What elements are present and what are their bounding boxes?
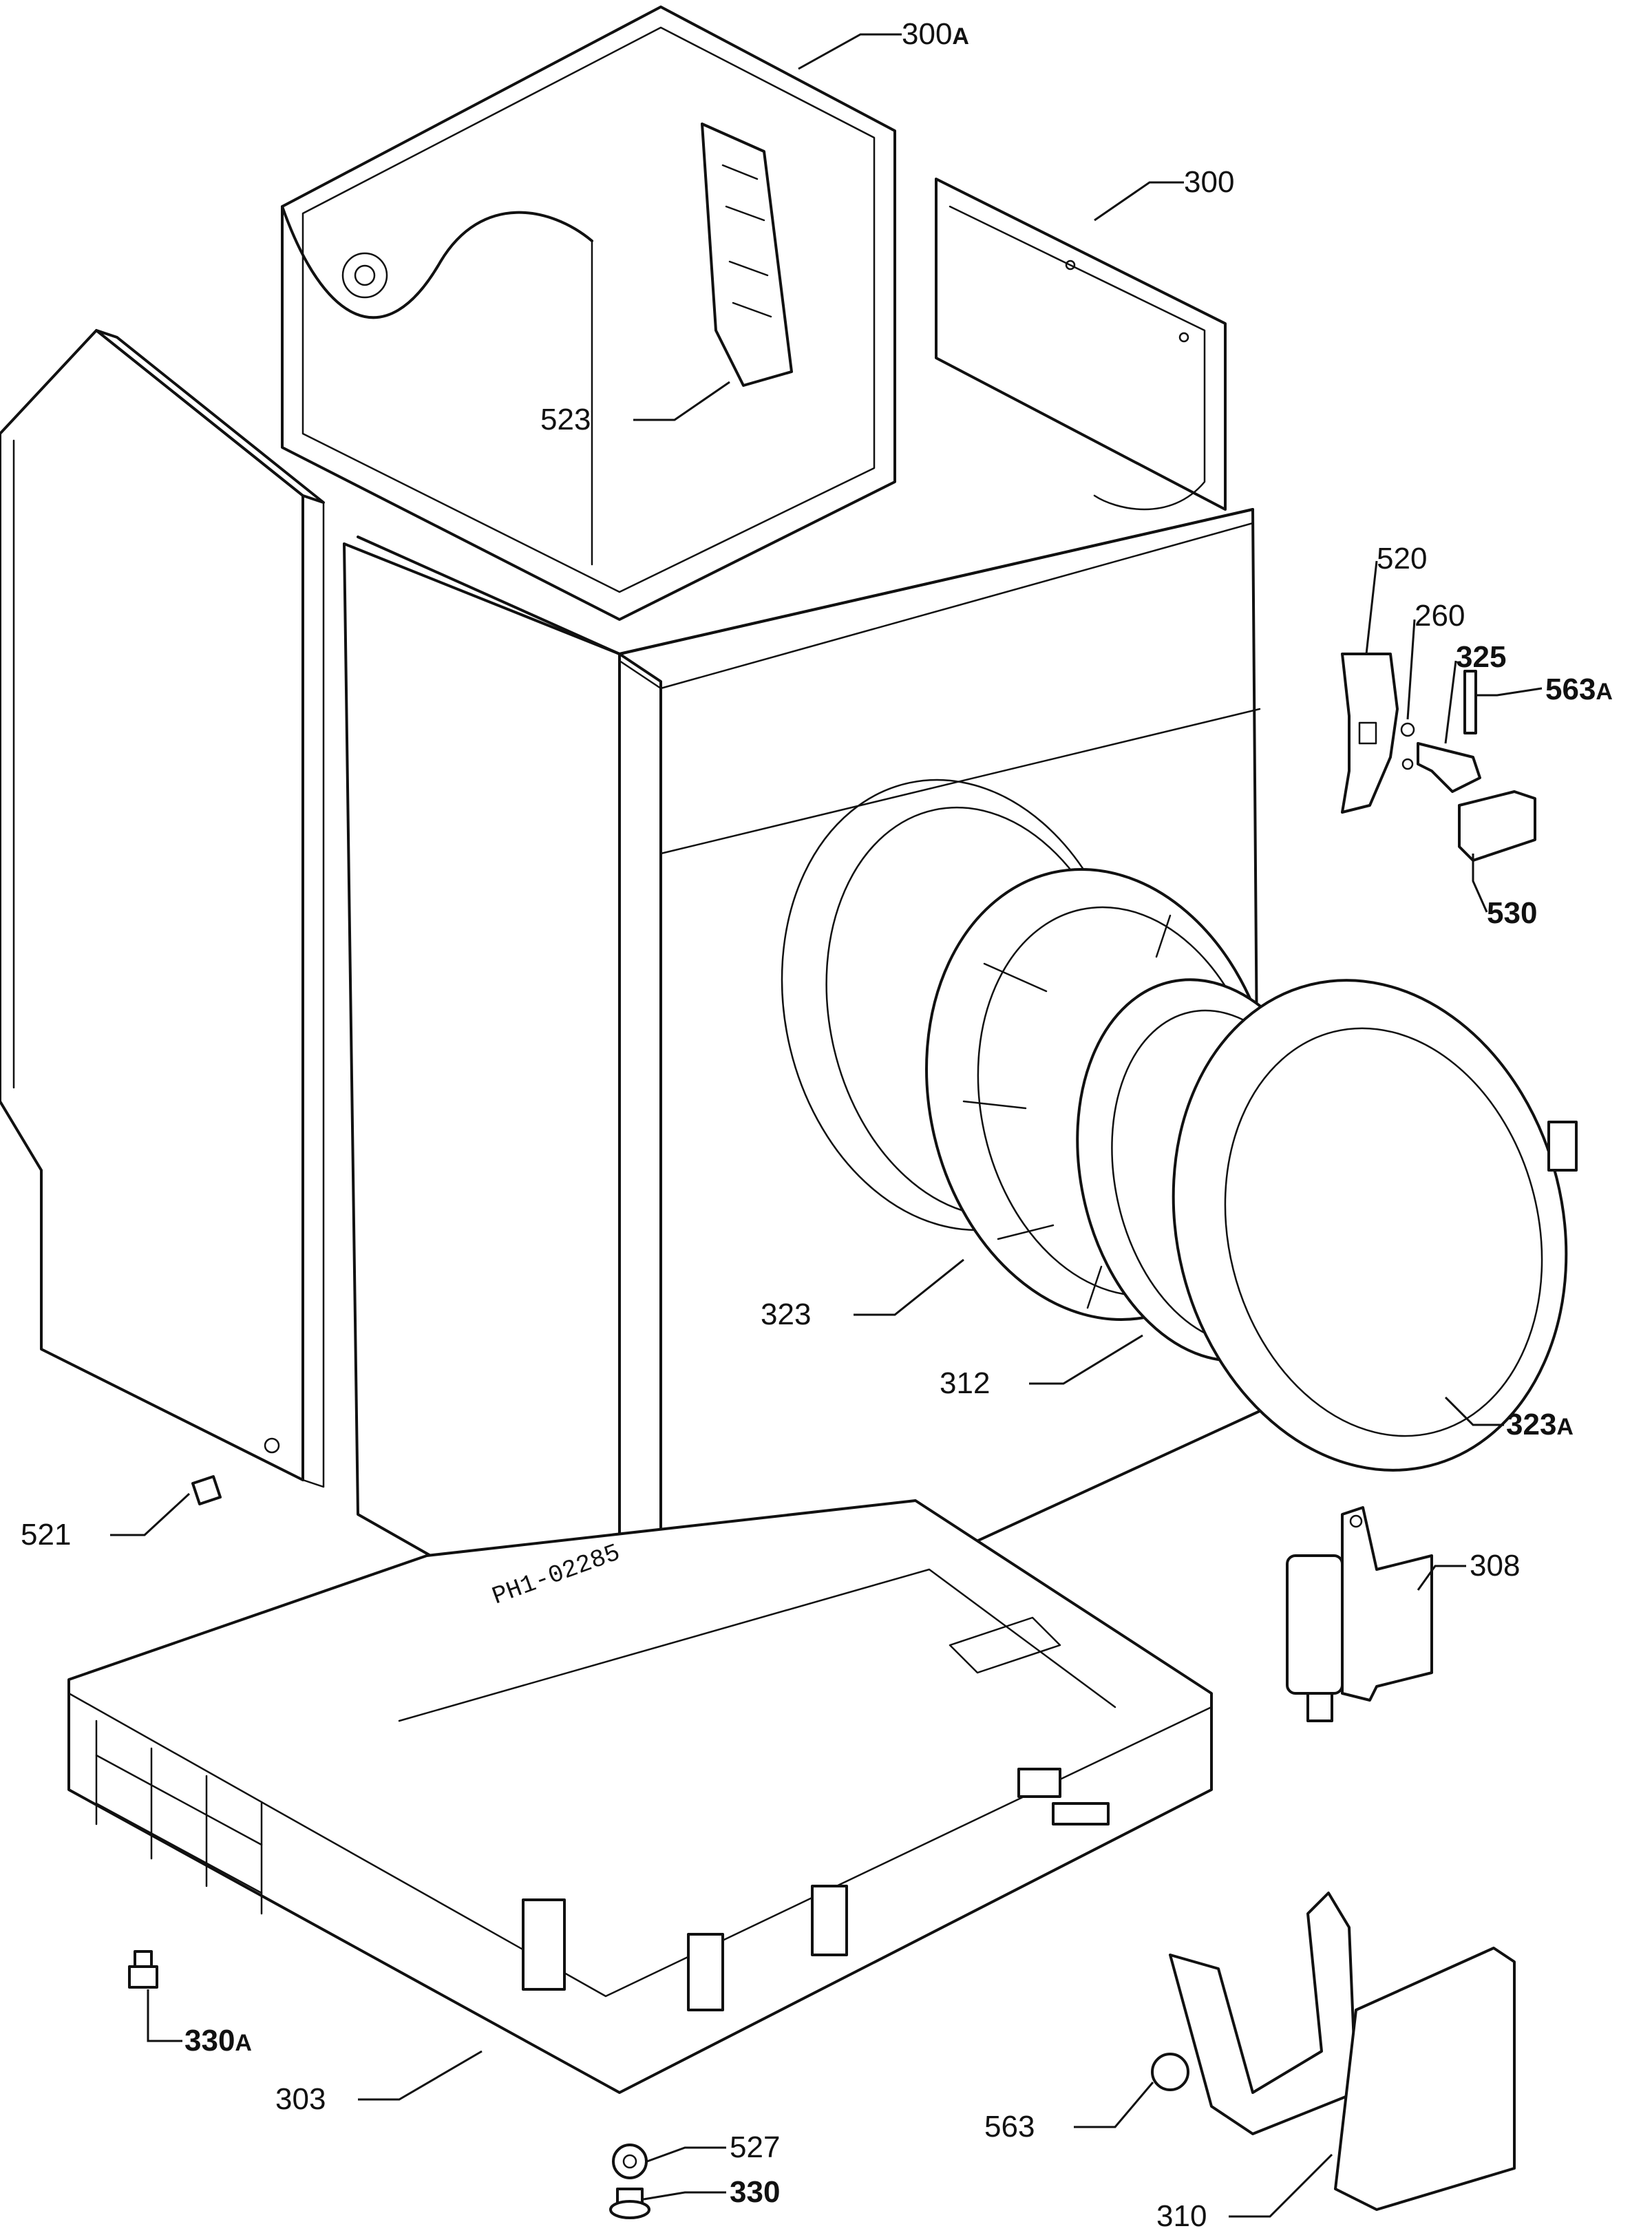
- callout-330a: 330A: [184, 2024, 252, 2057]
- callout-563: 563: [984, 2110, 1035, 2144]
- callout-310: 310: [1156, 2199, 1207, 2233]
- callout-312: 312: [940, 1366, 991, 1400]
- rear-frame: [281, 6, 896, 621]
- door-outer-ring: [1172, 979, 1578, 1472]
- callout-527: 527: [730, 2130, 781, 2164]
- callout-323a: 323A: [1506, 1408, 1574, 1441]
- callout-303: 303: [275, 2082, 326, 2116]
- left-side-panel: [0, 329, 325, 1488]
- callout-300: 300: [1184, 165, 1235, 199]
- door-lock-assembly: [1341, 653, 1536, 862]
- callout-563a: 563A: [1545, 673, 1613, 706]
- callout-520: 520: [1377, 542, 1428, 575]
- right-frame: [935, 178, 1227, 511]
- callout-530: 530: [1487, 896, 1538, 930]
- callout-523: 523: [540, 403, 591, 436]
- leader-lines: [110, 33, 1543, 2218]
- callout-323: 323: [761, 1298, 812, 1331]
- callout-260: 260: [1415, 599, 1465, 633]
- rear-bracket: [701, 123, 793, 387]
- base-frame: [67, 1499, 1213, 2094]
- callout-521: 521: [21, 1518, 72, 1552]
- door-hinge: [1286, 1506, 1433, 1722]
- callout-330: 330: [730, 2175, 781, 2209]
- callout-325: 325: [1456, 640, 1507, 674]
- callout-300a: 300A: [902, 17, 969, 51]
- fasteners: [128, 1475, 650, 2219]
- filter-cover-assembly: [1151, 1892, 1516, 2211]
- callout-308: 308: [1470, 1549, 1521, 1583]
